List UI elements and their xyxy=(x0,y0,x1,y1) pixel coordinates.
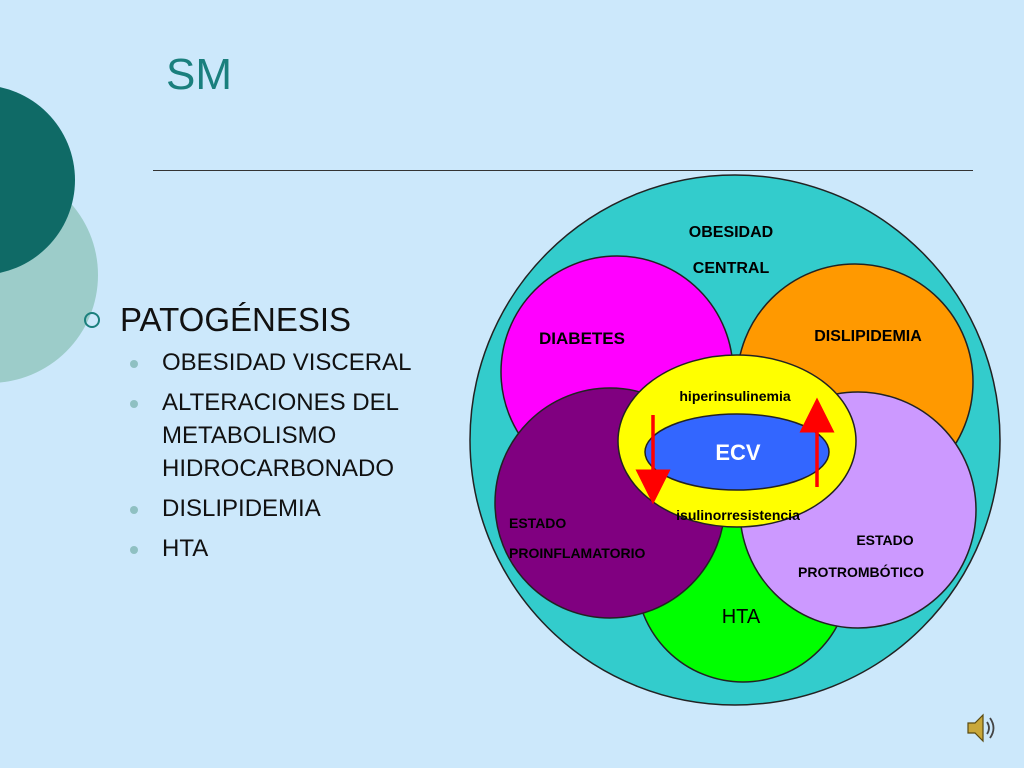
label-ecv: ECV xyxy=(715,440,761,465)
dot-bullet-icon xyxy=(130,506,138,514)
sub-bullet-item: DISLIPIDEMIA xyxy=(130,492,474,525)
label-protrombotico-2: PROTROMBÓTICO xyxy=(798,563,924,580)
dot-bullet-icon xyxy=(130,360,138,368)
sub-bullet-item: OBESIDAD VISCERAL xyxy=(130,346,474,379)
circle-protrombotico xyxy=(739,391,977,629)
label-proinflamatorio-1: ESTADO xyxy=(509,515,566,531)
label-proinflamatorio-2: PROINFLAMATORIO xyxy=(509,545,645,561)
label-hiperinsulinemia: hiperinsulinemia xyxy=(679,388,790,404)
bullet-patogenesis: PATOGÉNESIS xyxy=(120,301,352,338)
dot-bullet-icon xyxy=(130,546,138,554)
label-obesidad-2: CENTRAL xyxy=(693,260,770,277)
circle-dislipidemia xyxy=(736,263,974,501)
decor-circle-dark xyxy=(0,87,75,273)
label-obesidad-1: OBESIDAD xyxy=(689,224,773,241)
slide-title: SM xyxy=(166,50,232,99)
label-isulinorresistencia: isulinorresistencia xyxy=(676,507,800,523)
label-protrombotico-1: ESTADO xyxy=(856,532,913,548)
ring-bullet-icon xyxy=(84,312,100,328)
bullet-level1: PATOGÉNESIS xyxy=(84,300,474,340)
inner-circle-yellow xyxy=(617,354,857,528)
ecv-ellipse xyxy=(644,413,830,491)
label-dislipidemia: DISLIPIDEMIA xyxy=(814,328,922,345)
sub-bullet-text: DISLIPIDEMIA xyxy=(162,495,321,522)
bullet-list: PATOGÉNESIS OBESIDAD VISCERAL ALTERACION… xyxy=(84,300,474,572)
circle-proinflamatorio xyxy=(494,387,726,619)
sub-bullet-text: OBESIDAD VISCERAL xyxy=(162,349,412,376)
decorative-circles xyxy=(0,87,98,383)
dot-bullet-icon xyxy=(130,400,138,408)
label-hta: HTA xyxy=(722,606,761,628)
circle-hta xyxy=(635,467,851,683)
title-divider xyxy=(153,170,973,171)
sub-bullet-item: HTA xyxy=(130,532,474,565)
label-diabetes: DIABETES xyxy=(539,329,625,348)
sub-bullet-text: HTA xyxy=(162,535,209,562)
sub-bullet-text: ALTERACIONES DEL METABOLISMO HIDROCARBON… xyxy=(162,389,399,482)
outer-circle-obesidad xyxy=(469,174,1001,706)
sub-bullet-list: OBESIDAD VISCERAL ALTERACIONES DEL METAB… xyxy=(84,346,474,565)
sub-bullet-item: ALTERACIONES DEL METABOLISMO HIDROCARBON… xyxy=(130,386,474,485)
speaker-icon[interactable] xyxy=(966,711,998,745)
circle-diabetes xyxy=(500,255,734,489)
